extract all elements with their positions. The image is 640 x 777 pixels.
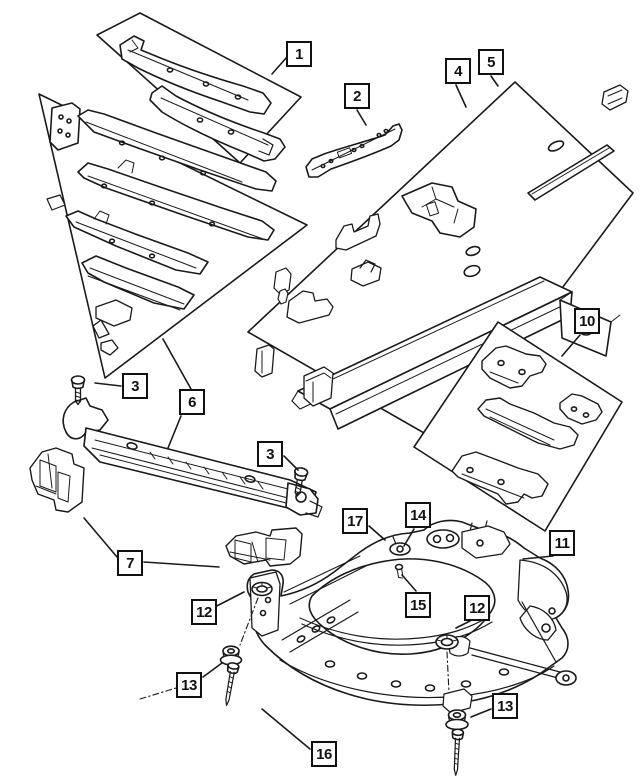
part-group-6-triangle bbox=[38, 93, 308, 379]
callout-13-left[interactable]: 13 bbox=[176, 672, 202, 698]
callout-11[interactable]: 11 bbox=[549, 530, 575, 556]
callout-4[interactable]: 4 bbox=[445, 58, 471, 84]
callout-14[interactable]: 14 bbox=[405, 502, 431, 528]
leader-3b bbox=[283, 455, 299, 471]
leader-7b bbox=[143, 561, 220, 568]
leader-6b bbox=[167, 415, 182, 449]
leader-2 bbox=[356, 109, 367, 126]
leader-5 bbox=[490, 75, 499, 87]
part-7-bracket-right bbox=[225, 527, 303, 567]
leader-12b bbox=[455, 620, 471, 629]
callout-3-right[interactable]: 3 bbox=[257, 441, 283, 467]
callout-2[interactable]: 2 bbox=[344, 83, 370, 109]
mount-13-bushing-right bbox=[445, 709, 469, 731]
callout-16[interactable]: 16 bbox=[311, 741, 337, 767]
leader-6a bbox=[162, 338, 192, 390]
leader-7a bbox=[83, 517, 118, 558]
leader-17 bbox=[368, 525, 386, 541]
mount-12-grommet-right bbox=[435, 634, 459, 650]
leader-4 bbox=[455, 84, 467, 108]
leader-lines bbox=[83, 56, 581, 750]
leader-11 bbox=[522, 555, 554, 560]
callout-1[interactable]: 1 bbox=[286, 41, 312, 67]
part-2-bracket bbox=[305, 123, 403, 178]
callout-10[interactable]: 10 bbox=[574, 308, 600, 334]
callout-13-right[interactable]: 13 bbox=[492, 693, 518, 719]
leader-16 bbox=[261, 708, 311, 750]
leader-14 bbox=[403, 528, 415, 547]
callout-12-right[interactable]: 12 bbox=[464, 595, 490, 621]
callout-5[interactable]: 5 bbox=[478, 49, 504, 75]
part-7-bracket-left bbox=[29, 447, 85, 513]
callout-15[interactable]: 15 bbox=[405, 592, 431, 618]
leader-1 bbox=[271, 56, 288, 75]
part-group-4-5-box bbox=[247, 81, 634, 446]
leader-15 bbox=[401, 574, 417, 592]
callout-17[interactable]: 17 bbox=[342, 508, 368, 534]
leader-13b bbox=[470, 708, 492, 718]
leader-10 bbox=[561, 334, 581, 357]
fastener-15-bolt bbox=[394, 563, 404, 579]
part-group-10-box bbox=[413, 321, 623, 532]
leader-3a bbox=[94, 382, 122, 387]
leader-13a bbox=[202, 662, 223, 678]
part-6-cowl-panel bbox=[62, 397, 323, 518]
mount-13-bushing-left bbox=[219, 645, 243, 666]
centerlines bbox=[139, 597, 450, 700]
mount-12-grommet-left bbox=[251, 581, 273, 597]
fastener-13-bolt-left bbox=[225, 662, 240, 707]
callout-3-left[interactable]: 3 bbox=[122, 373, 148, 399]
callout-6[interactable]: 6 bbox=[179, 389, 205, 415]
callout-7[interactable]: 7 bbox=[117, 550, 143, 576]
part-group-1-box bbox=[96, 12, 302, 164]
callout-12-left[interactable]: 12 bbox=[191, 599, 217, 625]
fastener-3-bolt-left bbox=[70, 375, 86, 406]
fastener-13-bolt-right bbox=[451, 728, 465, 776]
